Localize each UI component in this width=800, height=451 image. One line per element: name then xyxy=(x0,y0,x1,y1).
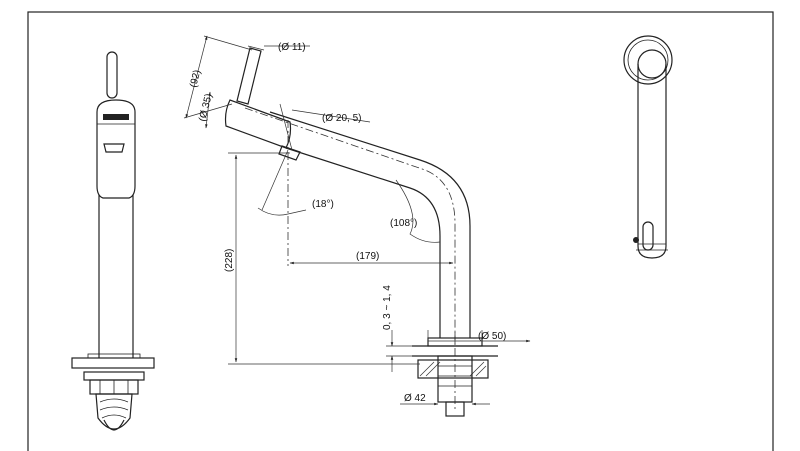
label-handle-angle: (18°) xyxy=(312,199,334,210)
dim-deck-thickness: 0, 3 ~ 1, 4 xyxy=(382,285,412,372)
drawing-frame xyxy=(27,11,774,451)
label-height: (228) xyxy=(224,249,235,272)
dim-handle-angle: (18°) xyxy=(257,149,334,216)
label-reach: (179) xyxy=(356,251,379,262)
spout-bottom-edge xyxy=(285,147,441,338)
side-view: (Ø 11) (92) (Ø 35) (Ø 20, 5) (18°) xyxy=(183,35,531,417)
rear-body-ring-outer xyxy=(623,35,673,85)
rear-aerator xyxy=(642,221,654,251)
label-deck-thickness: 0, 3 ~ 1, 4 xyxy=(382,285,393,330)
front-outlet xyxy=(103,143,125,153)
label-bend-angle: (108°) xyxy=(390,218,417,229)
front-view xyxy=(71,51,155,431)
label-body-diameter: (Ø 35) xyxy=(197,93,215,123)
side-lever-handle xyxy=(236,47,262,105)
dim-handle-diameter: (Ø 11) xyxy=(247,42,310,53)
brand-logo xyxy=(103,114,129,120)
rear-spout-tip xyxy=(637,245,667,259)
spout-top-edge xyxy=(269,111,471,338)
dim-handle-length: (92) xyxy=(183,35,253,119)
front-base-flange xyxy=(71,357,155,369)
side-base-section xyxy=(412,337,498,417)
front-mounting-fixings xyxy=(83,371,145,431)
dim-spout-diameter: (Ø 20, 5) xyxy=(279,103,371,151)
dim-thread-diameter: Ø 42 xyxy=(400,393,490,406)
dim-reach: (179) xyxy=(289,251,454,265)
dim-height: (228) xyxy=(224,152,420,365)
front-lever-handle xyxy=(106,51,118,99)
label-spout-diameter: (Ø 20, 5) xyxy=(322,113,361,124)
rear-view xyxy=(623,35,673,259)
dim-bend-angle: (108°) xyxy=(390,179,441,243)
rear-body-ring-inner xyxy=(637,49,667,79)
label-handle-length: (92) xyxy=(188,69,203,89)
side-outlet xyxy=(278,145,301,161)
label-handle-diameter: (Ø 11) xyxy=(278,42,306,53)
label-base-diameter: (Ø 50) xyxy=(478,331,506,342)
label-thread-diameter: Ø 42 xyxy=(404,393,426,404)
dim-base-diameter: (Ø 50) xyxy=(427,330,531,343)
